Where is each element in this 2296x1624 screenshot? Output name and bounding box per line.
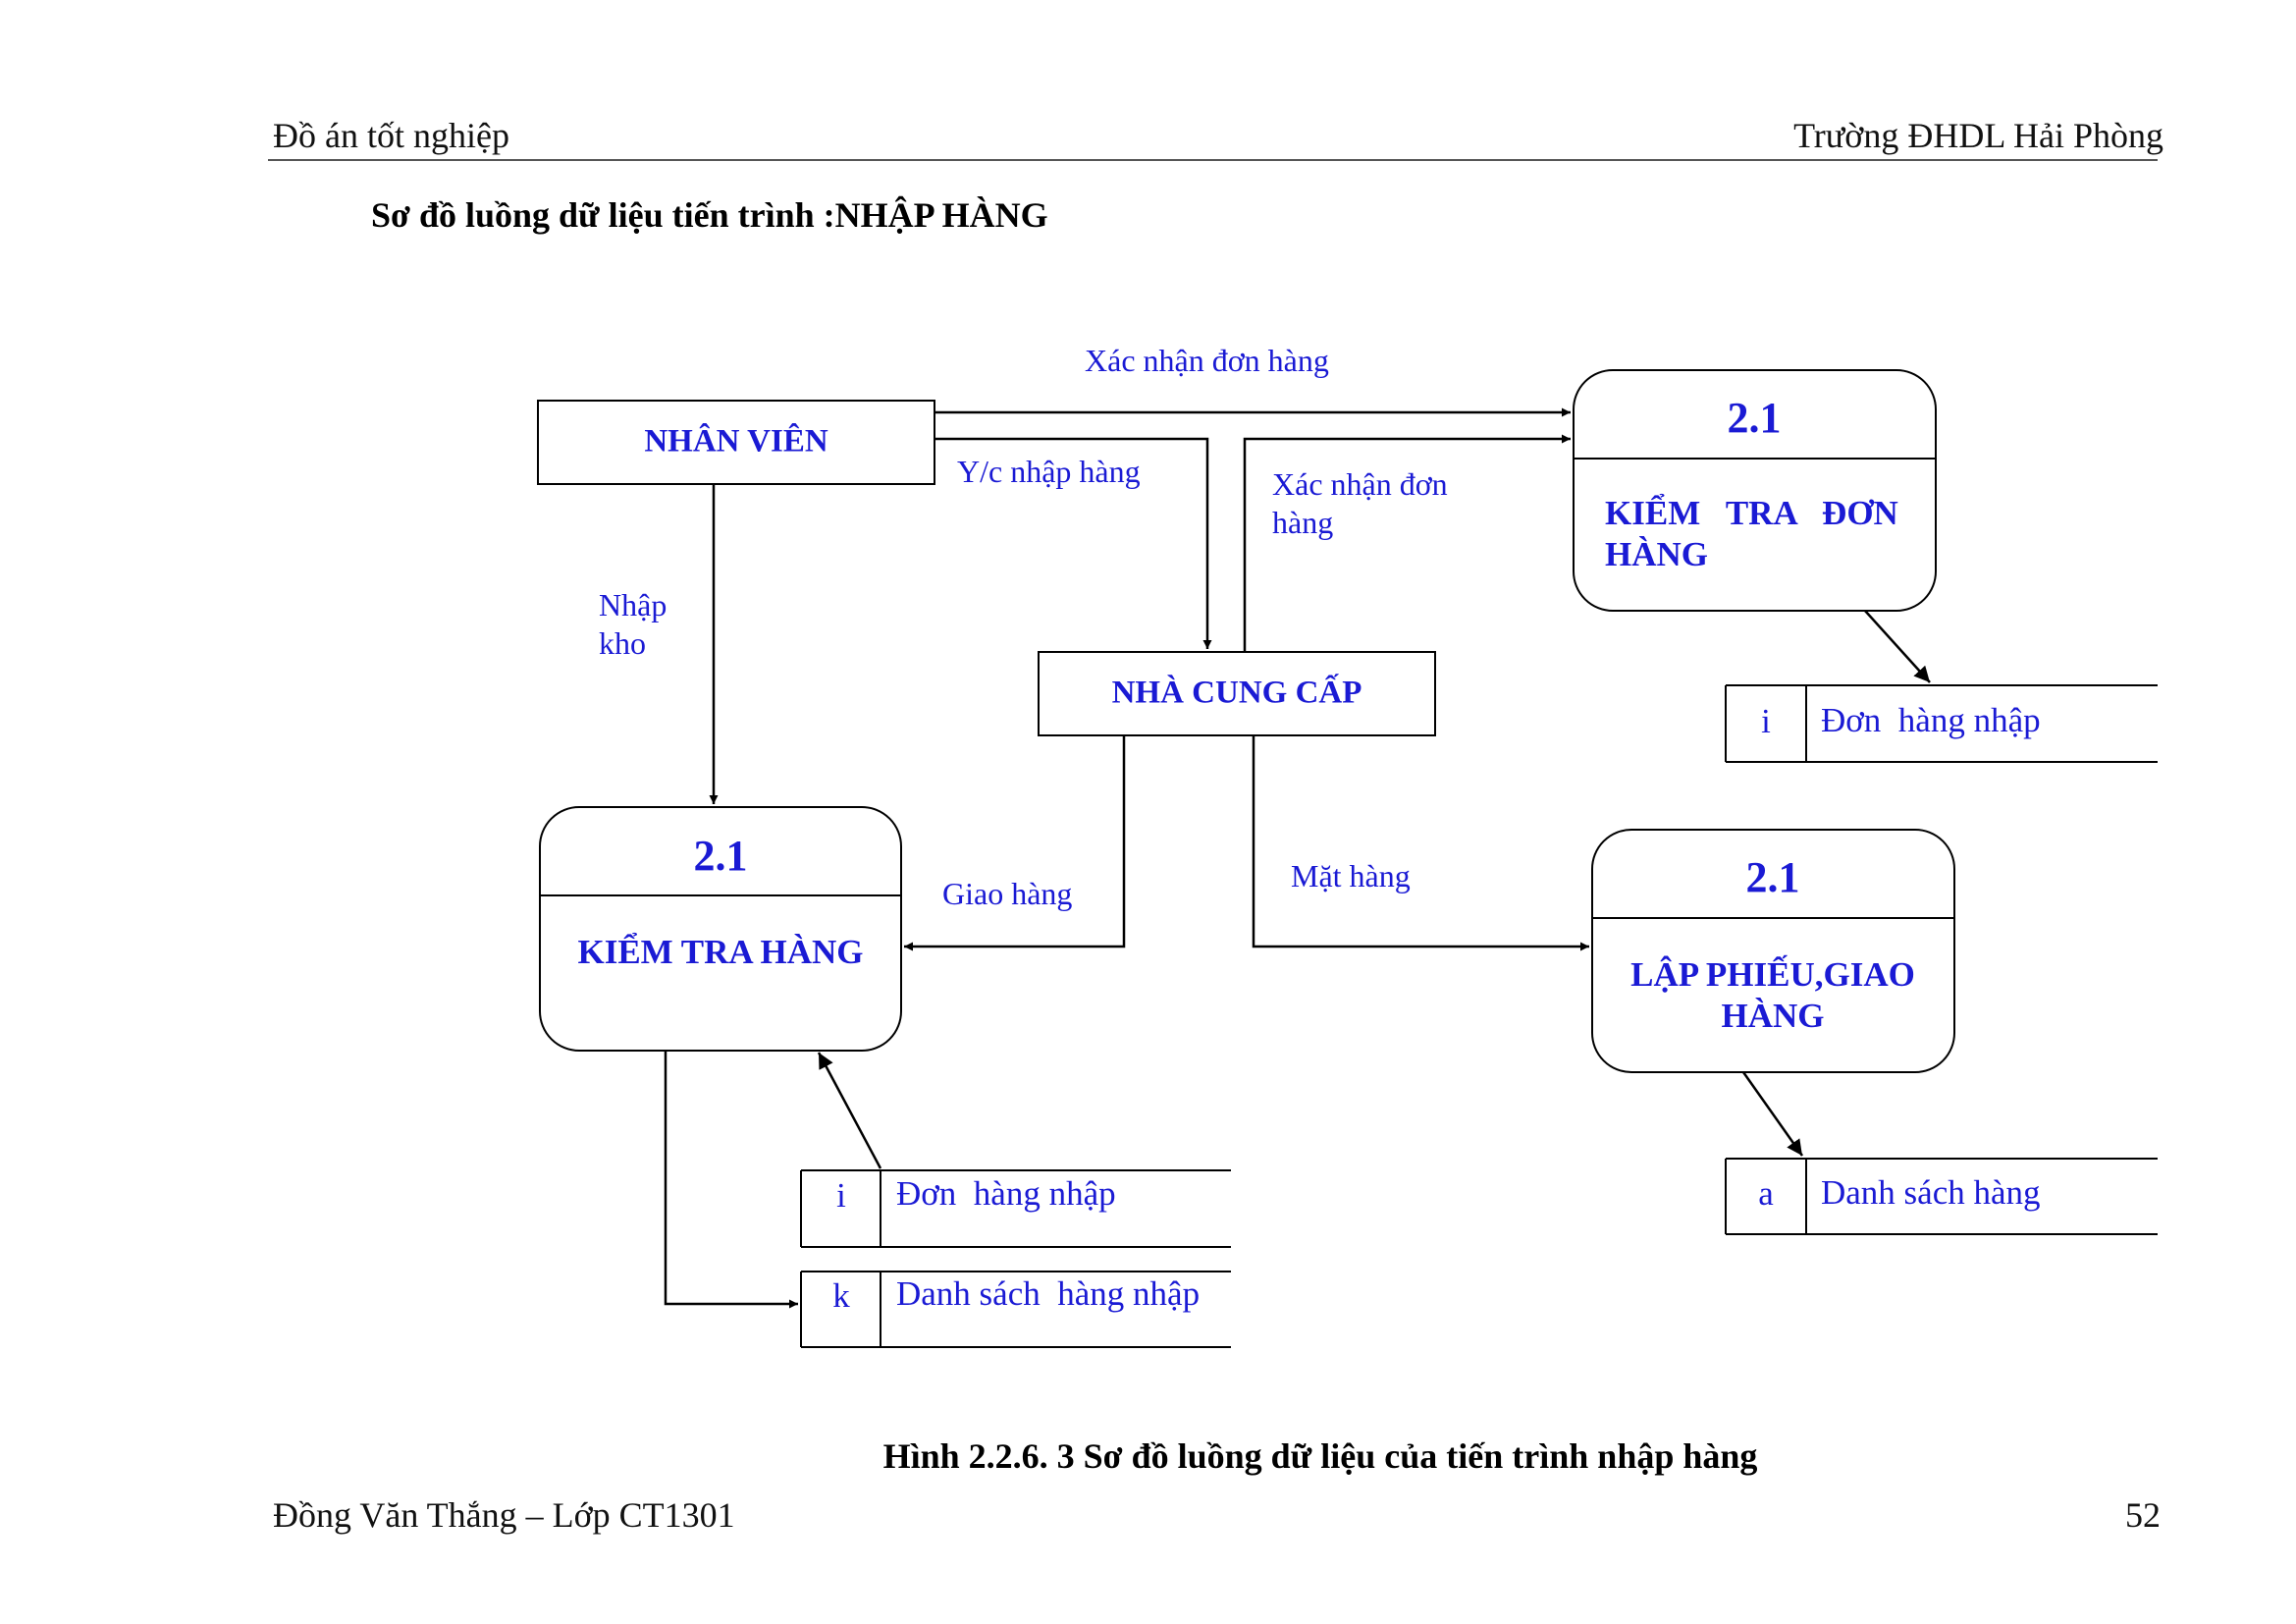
flow-label-xac-nhan-don-hang-mid-line2: hàng: [1272, 505, 1333, 540]
entity-nhan-vien: NHÂN VIÊN: [537, 400, 935, 485]
entity-nha-cung-cap: NHÀ CUNG CẤP: [1038, 651, 1436, 736]
flow-label-nhap-kho-line2: kho: [599, 625, 646, 661]
flow-label-giao-hang: Giao hàng: [942, 876, 1072, 911]
process-kiem-tra-don-hang-id: 2.1: [1728, 394, 1782, 442]
process-kiem-tra-don-hang-label-line1: KIỂM TRA ĐƠN: [1605, 493, 1898, 532]
flow-label-nhap-kho-line1: Nhập: [599, 587, 667, 623]
flow-xac-nhan-don-hang-mid: [1243, 434, 1571, 652]
store-danh-sach-hang-id: a: [1758, 1174, 1774, 1213]
flow-to-store-don-hang-nhap: [1864, 610, 1931, 683]
flow-mat-hang: [1252, 735, 1589, 951]
flow-to-store-danh-sach-hang-nhap: [664, 1051, 798, 1309]
flow-label-xac-nhan-don-hang-top: Xác nhận đơn hàng: [1085, 343, 1329, 378]
store-danh-sach-hang-nhap-label: Danh sách hàng nhập: [896, 1274, 1200, 1313]
process-kiem-tra-don-hang-label-line2: HÀNG: [1605, 535, 1708, 573]
section-heading: Sơ đồ luồng dữ liệu tiến trình :NHẬP HÀN…: [371, 195, 1048, 235]
store-don-hang-nhap-left-label: Đơn hàng nhập: [896, 1174, 1116, 1213]
flow-giao-hang: [904, 735, 1126, 951]
figure-caption: Hình 2.2.6. 3 Sơ đồ luồng dữ liệu của ti…: [882, 1436, 1758, 1476]
process-lap-phieu-id: 2.1: [1746, 853, 1800, 901]
flow-yc-nhap-hang: [934, 437, 1212, 649]
footer-left: Đồng Văn Thắng – Lớp CT1301: [273, 1495, 735, 1535]
header-right: Trường ĐHDL Hải Phòng: [1793, 116, 2163, 155]
process-lap-phieu-label-line1: LẬP PHIẾU,GIAO: [1630, 954, 1915, 994]
store-don-hang-nhap-right-id: i: [1761, 702, 1771, 740]
page-number: 52: [2125, 1495, 2161, 1535]
store-don-hang-nhap-right: i Đơn hàng nhập: [1725, 684, 2158, 763]
store-danh-sach-hang-label: Danh sách hàng: [1821, 1173, 2041, 1212]
store-danh-sach-hang: a Danh sách hàng: [1725, 1158, 2158, 1235]
flow-to-store-danh-sach-hang: [1741, 1071, 1804, 1157]
header-left: Đồ án tốt nghiệp: [273, 116, 509, 155]
store-don-hang-nhap-left-id: i: [836, 1176, 846, 1215]
store-danh-sach-hang-nhap-id: k: [832, 1276, 850, 1315]
flow-from-store-don-hang-nhap: [817, 1052, 882, 1169]
flow-label-yc-nhap-hang: Y/c nhập hàng: [957, 454, 1141, 489]
header-rule: [268, 159, 2158, 161]
process-lap-phieu-label-line2: HÀNG: [1722, 997, 1825, 1035]
store-don-hang-nhap-right-label: Đơn hàng nhập: [1821, 701, 2041, 739]
process-kiem-tra-don-hang: 2.1 KIỂM TRA ĐƠN HÀNG: [1573, 369, 1937, 612]
process-lap-phieu-giao-hang: 2.1 LẬP PHIẾU,GIAO HÀNG: [1591, 829, 1955, 1073]
entity-nha-cung-cap-label: NHÀ CUNG CẤP: [1112, 673, 1362, 711]
process-kiem-tra-hang: 2.1 KIỂM TRA HÀNG: [539, 806, 902, 1052]
entity-nhan-vien-label: NHÂN VIÊN: [644, 422, 828, 460]
process-kiem-tra-hang-id: 2.1: [694, 832, 748, 880]
store-don-hang-nhap-left: i Đơn hàng nhập: [800, 1169, 1231, 1248]
process-kiem-tra-hang-label: KIỂM TRA HÀNG: [577, 932, 863, 971]
flow-label-mat-hang: Mặt hàng: [1291, 858, 1411, 893]
store-danh-sach-hang-nhap: k Danh sách hàng nhập: [800, 1271, 1231, 1348]
flow-label-xac-nhan-don-hang-mid-line1: Xác nhận đơn: [1272, 466, 1448, 502]
